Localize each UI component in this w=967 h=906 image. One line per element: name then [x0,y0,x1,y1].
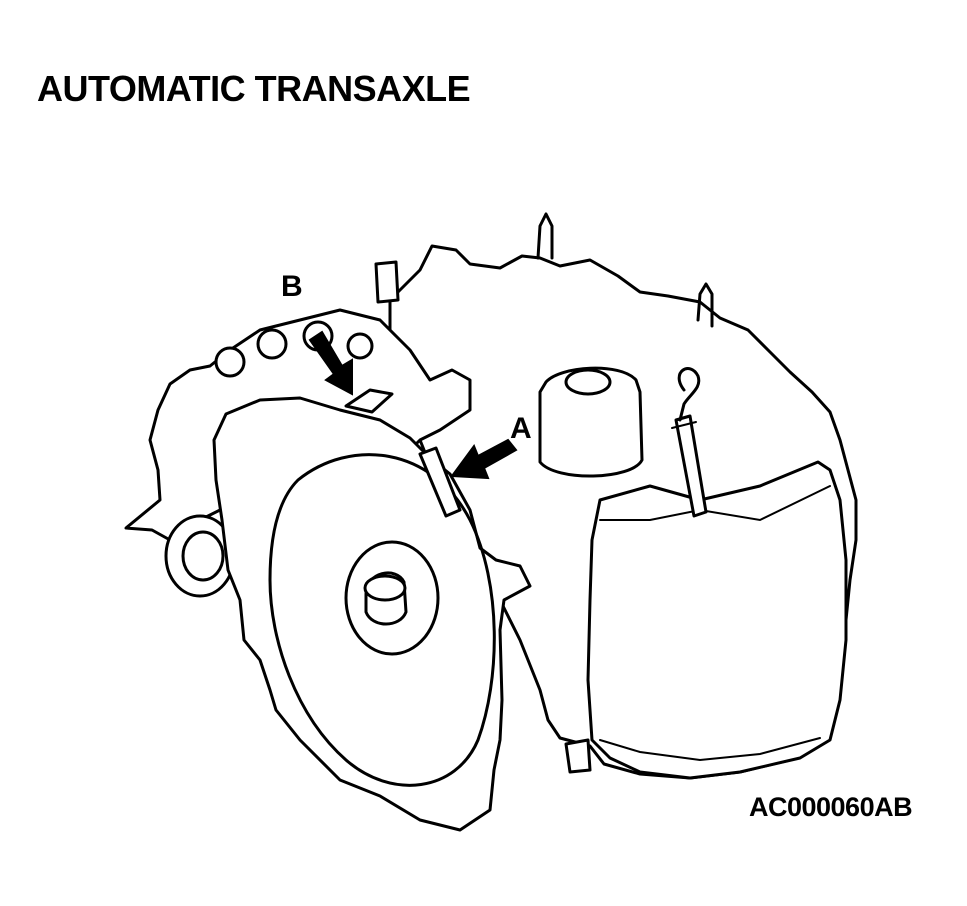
cylinder-cap [538,366,644,478]
figure-code: AC000060AB [749,792,913,822]
side-boss-bore [181,530,225,582]
callout-a-label: A [510,412,532,445]
top-stud-left [536,212,554,260]
bottom-tab [564,738,592,774]
dipstick-loop [677,367,701,422]
figure-title: AUTOMATIC TRANSAXLE [37,68,471,109]
label-plate-a [418,446,462,518]
top-lug-1 [214,346,246,378]
label-plate-b [344,388,394,414]
top-boss [374,260,400,304]
output-shaft-end [363,574,407,602]
dipstick-collar [671,421,697,429]
arrow-b [308,330,353,396]
side-case [586,460,848,780]
top-lug-2 [256,328,288,360]
cylinder-cap-top [564,368,612,396]
side-case-lower-edge [599,737,821,762]
arrow-a [450,438,518,480]
top-lug-4 [346,332,374,360]
dipstick-tube [674,414,708,518]
top-stud-right [696,282,714,328]
callout-b-label: B [281,270,303,303]
